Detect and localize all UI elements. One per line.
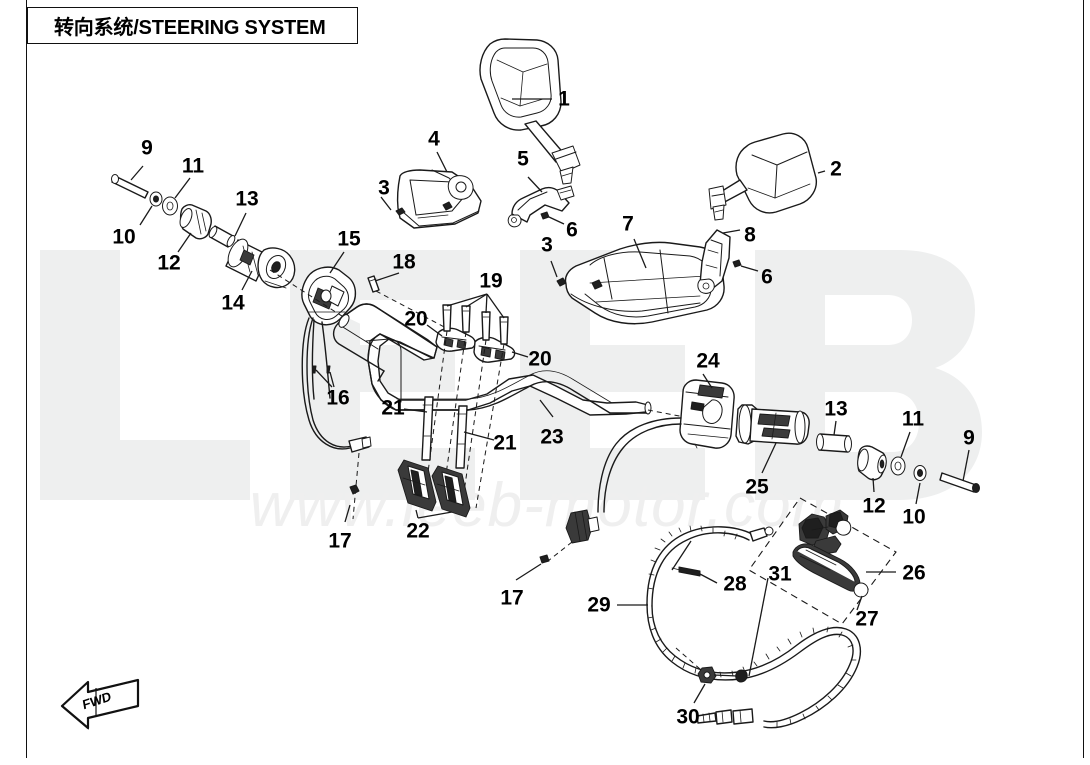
part-switch-assembly-left: [301, 251, 372, 453]
part-spacer-left: [208, 212, 247, 248]
callout-washer-left: 11: [181, 154, 205, 178]
part-handguard-bracket-left: [507, 176, 575, 228]
callout-handgrip-left: 14: [221, 291, 245, 315]
part-switch-assembly-right: [597, 373, 735, 513]
part-bar-end-weight-right: [857, 445, 887, 493]
callout-bar-end-weight-left: 12: [157, 251, 181, 275]
part-washer-right: [890, 431, 911, 476]
part-hose-guide-clamp: [675, 647, 717, 704]
part-throttle-grip: [735, 404, 810, 474]
callout-locating-pin: 18: [392, 250, 416, 274]
callout-hose-guide-clamp: 30: [676, 705, 700, 729]
callout-handguard-right: 7: [622, 212, 634, 236]
callout-spring-washer-left: 10: [112, 225, 136, 249]
callout-bolt-handlebar-clamp: 19: [479, 269, 503, 293]
callout-handguard-bracket-left: 5: [517, 147, 529, 171]
callout-bolt-bracket-right: 6: [761, 265, 773, 289]
callout-bar-end-weight-right: 12: [862, 494, 886, 518]
fwd-orientation-marker: FWD: [52, 668, 162, 743]
callout-washer-right: 11: [901, 407, 925, 431]
callout-cable-clip-left: 17: [328, 529, 352, 553]
callout-spacer-left: 13: [235, 187, 259, 211]
part-spacer-right: [816, 420, 852, 453]
part-bar-end-weight-left: [177, 204, 212, 253]
callout-handlebar: 23: [540, 425, 564, 449]
callout-bolt-riser-rear: 21: [493, 431, 517, 455]
part-bolt-handguard-right: [550, 260, 567, 287]
callout-handlebar-clamp-upper-front: 20: [404, 307, 428, 331]
part-bolt-bar-end-left: [111, 165, 149, 199]
callout-bolt-handguard-right: 3: [541, 233, 553, 257]
part-handguard-left: [396, 151, 482, 229]
callout-brake-lever: 27: [855, 607, 879, 631]
part-front-brake-master-cylinder: [748, 497, 897, 625]
callout-bolt-bar-end-left: 9: [141, 136, 153, 160]
diagram-title-box: 转向系统/STEERING SYSTEM: [27, 7, 358, 44]
part-washer-left: [162, 177, 191, 216]
callout-bolt-riser-front: 21: [381, 396, 405, 420]
callout-bolt-bar-end-right: 9: [963, 426, 975, 450]
callout-cable-clip-right: 17: [500, 586, 524, 610]
part-rearview-mirror-left: [479, 38, 581, 185]
part-handlebar-riser: [397, 459, 471, 519]
callout-wiring-harness-left: 16: [326, 386, 350, 410]
callout-front-brake-master-cylinder: 26: [902, 561, 926, 585]
part-bolt-bracket-left: [540, 211, 565, 225]
part-bolt-bracket-right: [732, 259, 759, 272]
part-spring-washer-right: [913, 465, 927, 505]
callout-spring-washer-right: 10: [902, 505, 926, 529]
callout-bolt-bracket-left: 6: [566, 218, 578, 242]
callout-bolt-handguard-left: 3: [378, 176, 390, 200]
callout-front-brake-hose: 29: [587, 593, 611, 617]
callout-rearview-mirror-left: 1: [558, 87, 570, 111]
callout-handguard-bracket-right: 8: [744, 223, 756, 247]
part-hose-clip: [671, 540, 718, 584]
part-bolt-handguard-left: [380, 196, 406, 216]
callout-handlebar-clamp-upper-rear: 20: [528, 347, 552, 371]
part-spring-washer-left: [139, 191, 163, 226]
part-bolt-hose-clamp: [713, 577, 769, 683]
callout-switch-assembly-left: 15: [337, 227, 361, 251]
callout-handguard-left: 4: [428, 127, 440, 151]
callout-hose-clip: 28: [723, 572, 747, 596]
part-bolt-bar-end-right: [939, 449, 980, 493]
page-title: 转向系统/STEERING SYSTEM: [54, 17, 326, 39]
part-front-brake-hose: [617, 525, 861, 729]
part-handgrip-left: [225, 238, 296, 291]
callout-handlebar-riser: 22: [406, 519, 430, 543]
callout-rearview-mirror-right: 2: [830, 157, 842, 181]
part-cable-clip-left: [344, 452, 360, 523]
callout-throttle-grip: 25: [745, 475, 769, 499]
part-rearview-mirror-right: [708, 132, 826, 221]
callout-spacer-right: 13: [824, 397, 848, 421]
part-cable-clip-right: [515, 509, 600, 581]
callout-bolt-hose-clamp: 31: [768, 562, 792, 586]
callout-switch-assembly-right: 24: [696, 349, 720, 373]
